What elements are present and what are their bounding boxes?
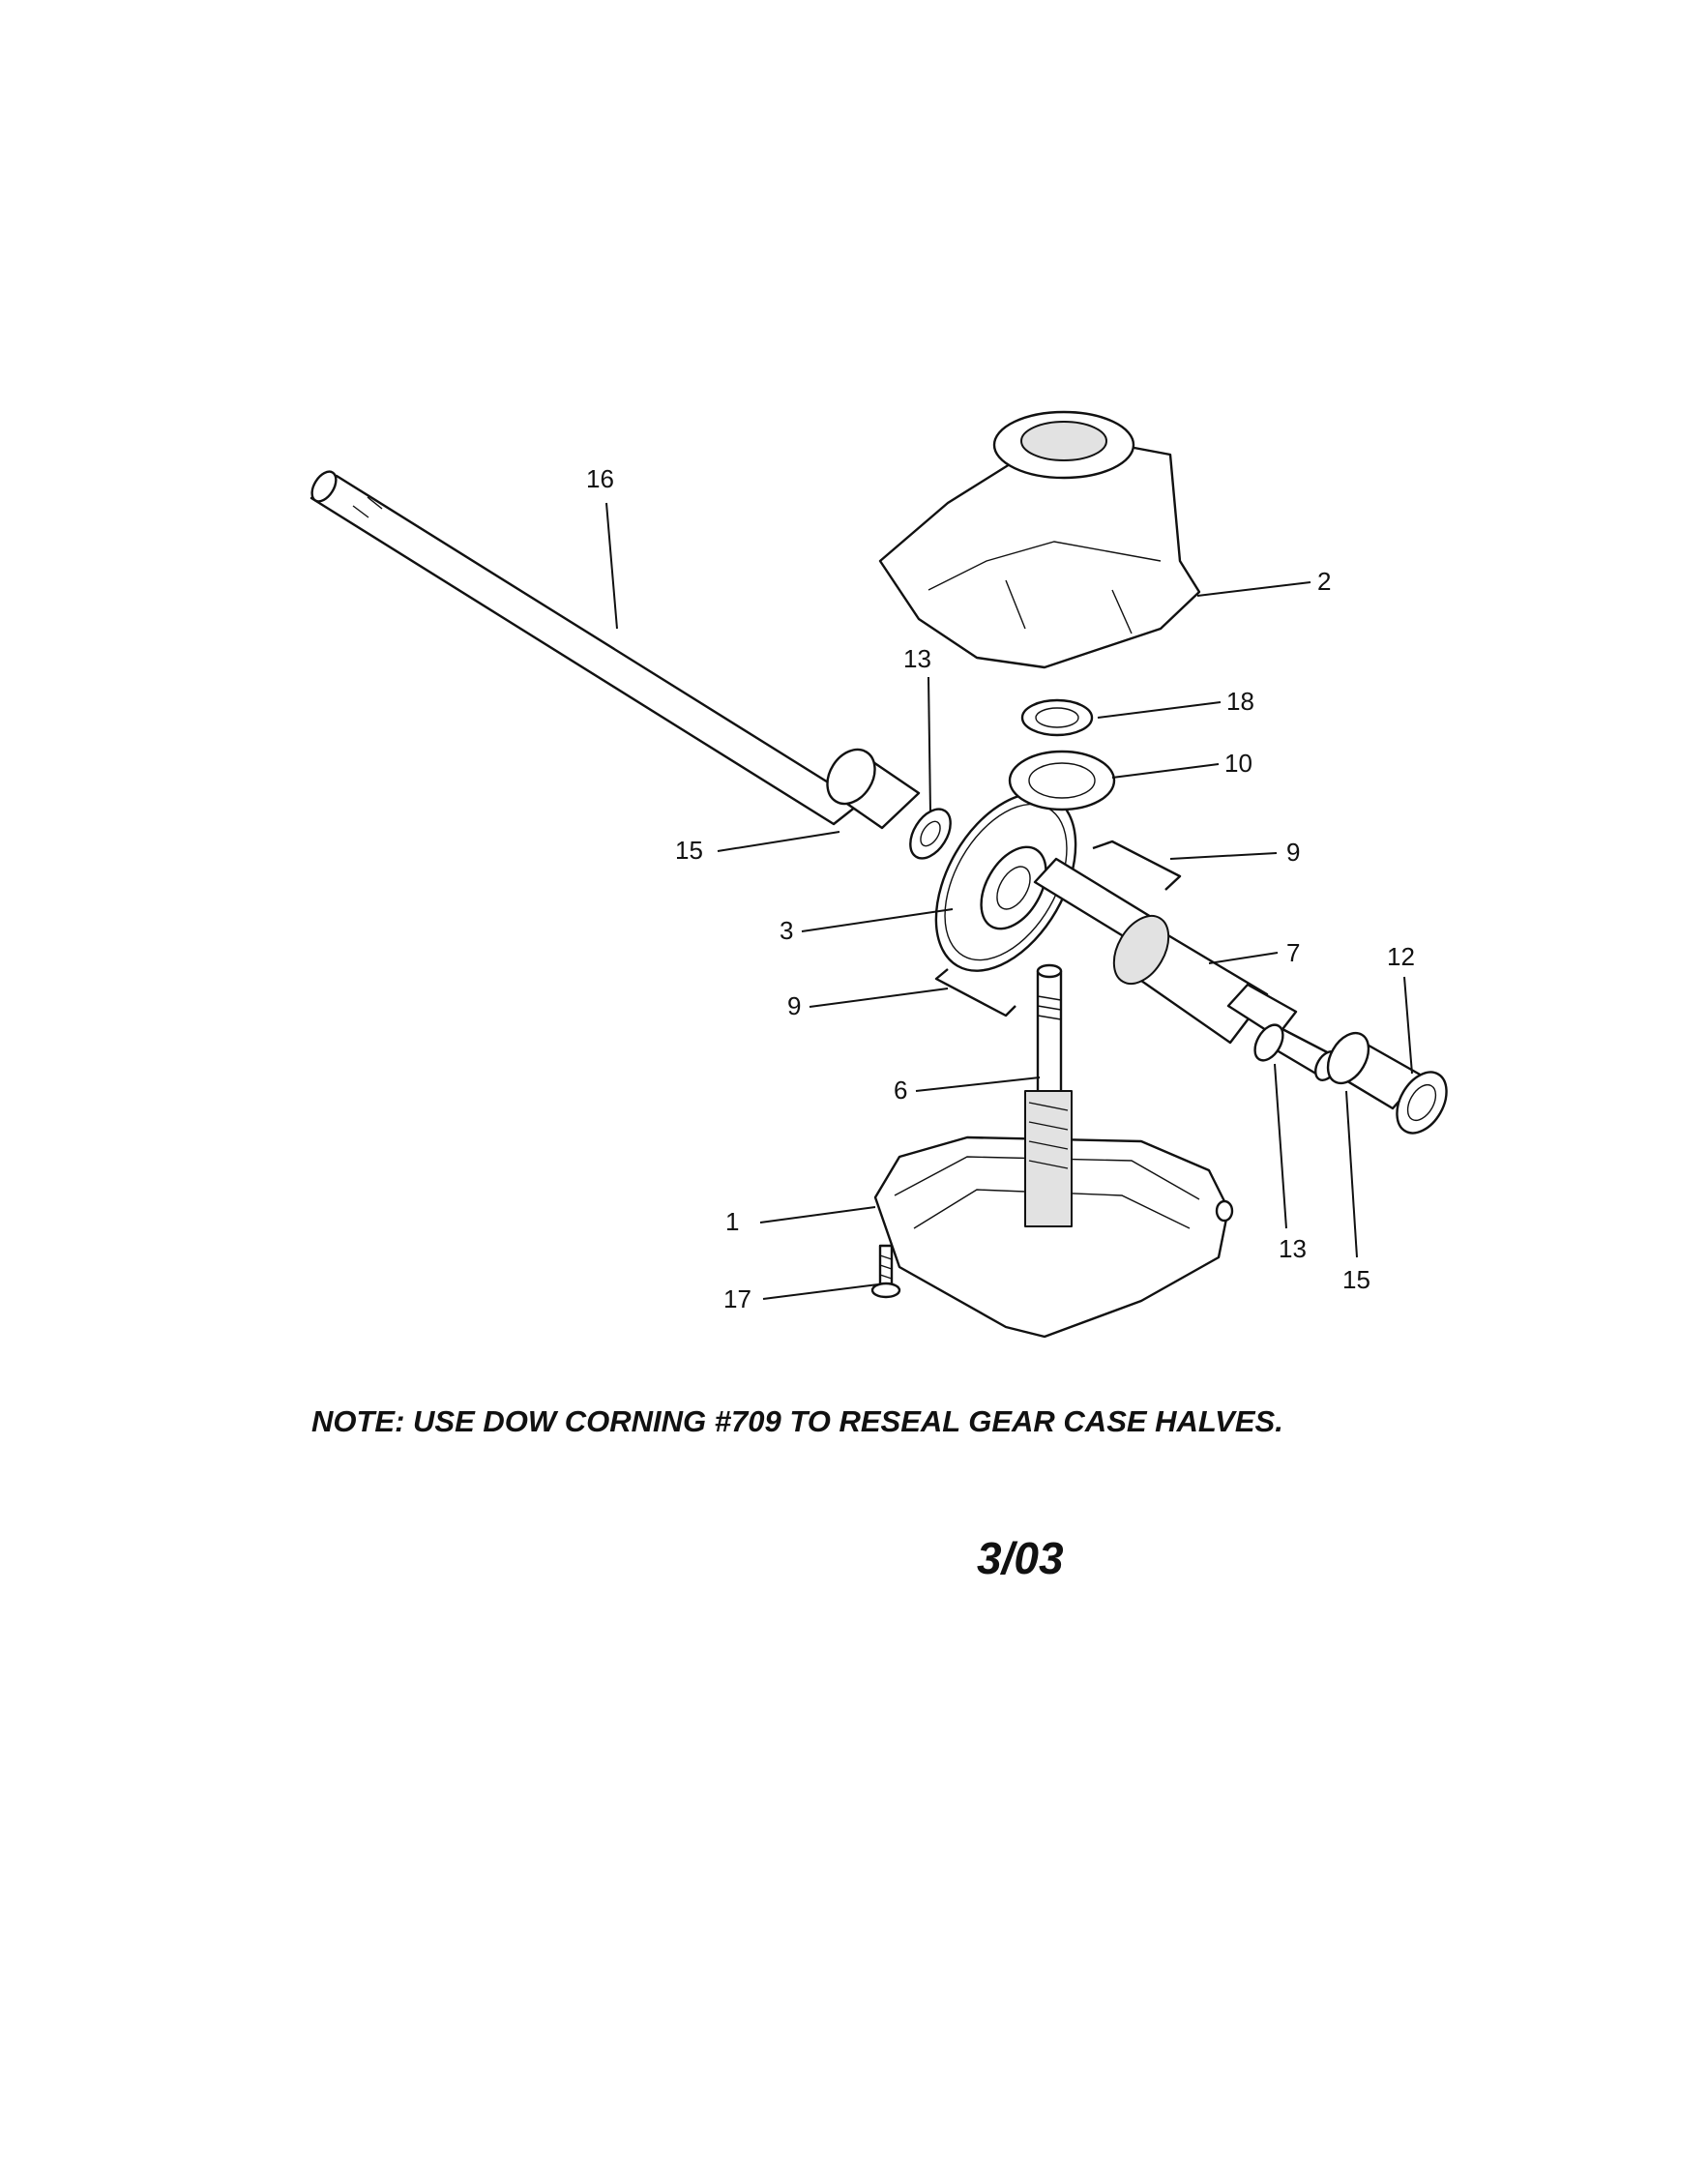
axle-shaft [309, 470, 863, 826]
bushing-left [826, 748, 921, 830]
callout-9-upper: 9 [1286, 838, 1300, 867]
bearing-large [1008, 750, 1116, 811]
callout-12: 12 [1387, 942, 1415, 971]
callout-3: 3 [780, 916, 793, 945]
key-upper [1092, 840, 1182, 891]
bearing-small [1020, 698, 1094, 737]
lower-gear-case [873, 1090, 1234, 1339]
callout-7: 7 [1286, 938, 1300, 967]
bushing-right [1326, 1031, 1424, 1110]
callout-17: 17 [723, 1284, 751, 1313]
callout-10: 10 [1224, 749, 1252, 778]
callout-numbers: 16 2 13 18 10 15 9 3 7 12 9 6 1 13 17 15 [586, 464, 1415, 1313]
worm-gear [934, 792, 1077, 972]
leader-lines [605, 502, 1413, 1300]
callout-1: 1 [725, 1207, 739, 1236]
callout-9-lower: 9 [787, 991, 801, 1020]
callout-6: 6 [894, 1076, 907, 1105]
upper-gear-case [878, 410, 1201, 669]
callout-16: 16 [586, 464, 614, 493]
callout-2: 2 [1317, 567, 1331, 596]
seal-ring [1396, 1071, 1448, 1135]
callout-13-lower: 13 [1279, 1234, 1307, 1263]
thrust-washer-left [909, 808, 952, 860]
callout-13-upper: 13 [903, 644, 931, 673]
callout-18: 18 [1226, 687, 1254, 716]
screw [870, 1244, 901, 1299]
clutch-collar [1112, 914, 1298, 1045]
callout-15-left: 15 [675, 836, 703, 865]
reseal-note: NOTE: USE DOW CORNING #709 TO RESEAL GEA… [311, 1404, 1283, 1438]
key-lower [934, 968, 1016, 1017]
callout-15-right: 15 [1342, 1265, 1370, 1294]
revision-date: 3/03 [977, 1533, 1064, 1583]
